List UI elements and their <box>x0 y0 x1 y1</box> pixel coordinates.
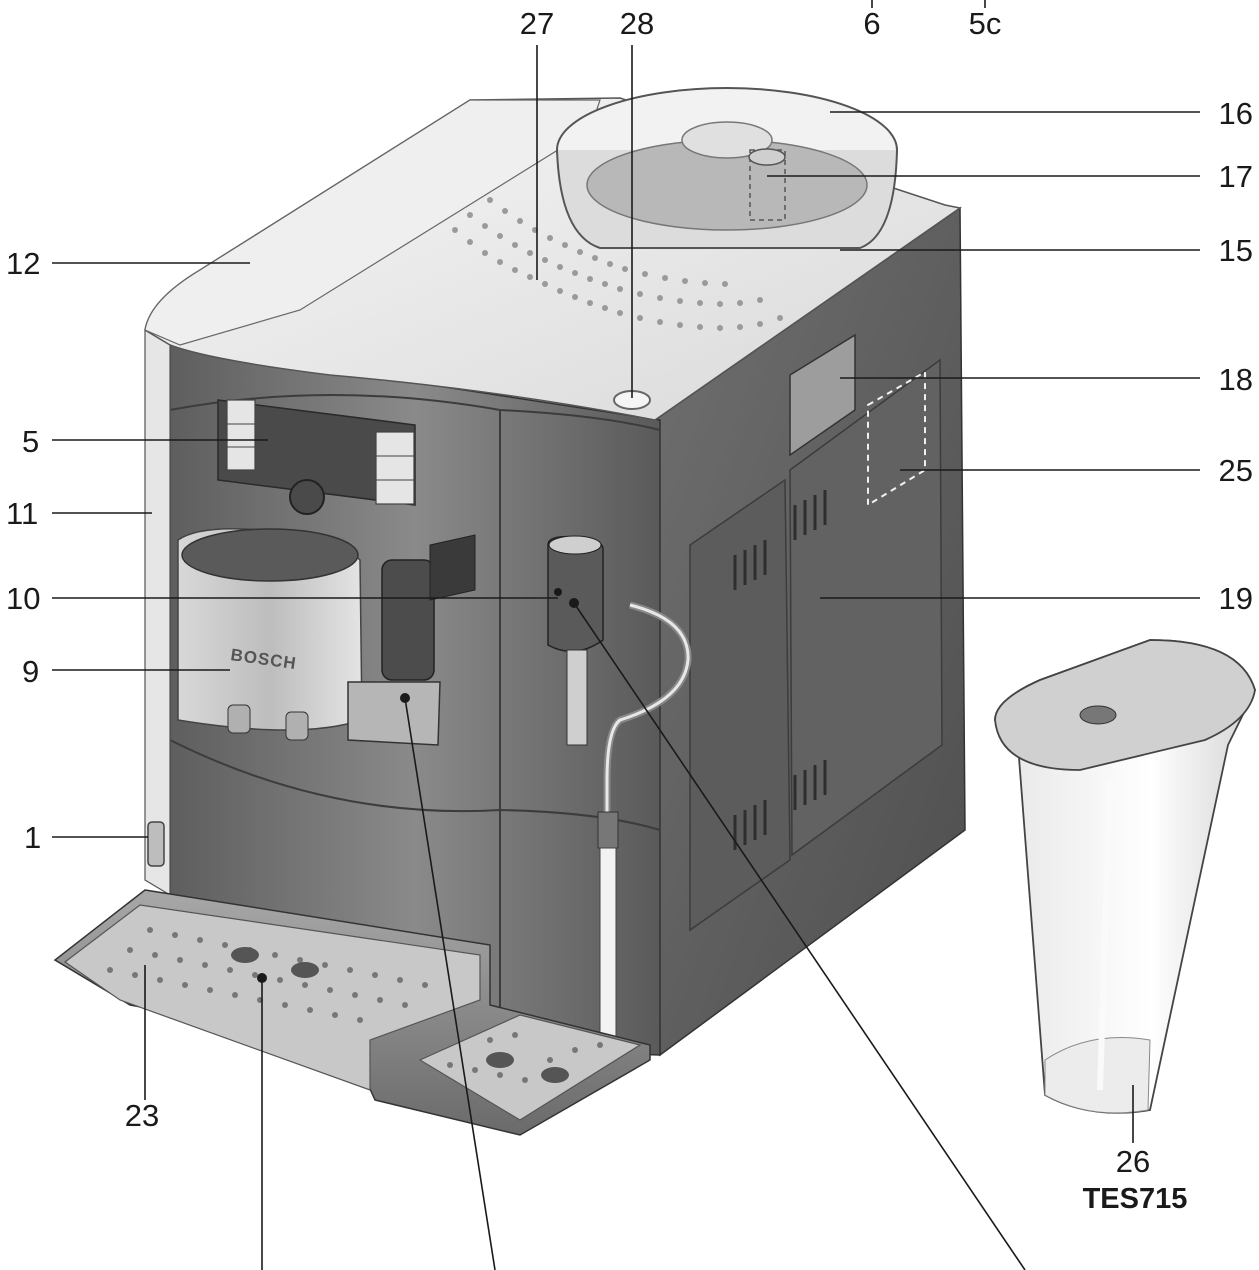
callout-25: 25 <box>1219 453 1253 488</box>
model-label: TES715 <box>1083 1183 1188 1215</box>
callout-26: 26 <box>1116 1144 1150 1179</box>
bean-container <box>556 87 898 249</box>
callout-6: 6 <box>863 6 880 41</box>
callout-5: 5 <box>22 424 39 459</box>
callout-12: 12 <box>6 246 40 281</box>
callout-11: 11 <box>6 496 38 531</box>
callout-27: 27 <box>520 6 554 41</box>
control-panel <box>217 399 416 515</box>
power-switch <box>147 821 165 867</box>
type-plate-dashed <box>867 370 926 507</box>
callout-17: 17 <box>1219 159 1253 194</box>
callout-16: 16 <box>1219 96 1253 131</box>
door-handle <box>789 333 856 457</box>
hot-water-spout <box>347 534 476 746</box>
callout-10: 10 <box>6 581 40 616</box>
callout-5c: 5c <box>969 6 1002 41</box>
callout-labels: 27 28 6 5c 16 17 15 12 18 5 25 11 10 19 … <box>6 6 1253 1215</box>
callout-15: 15 <box>1219 233 1253 268</box>
milk-frother <box>547 535 692 1054</box>
callout-19: 19 <box>1219 581 1253 616</box>
machine-illustration: BOSCH <box>53 87 966 1136</box>
callout-23: 23 <box>125 1098 159 1133</box>
callout-18: 18 <box>1219 362 1253 397</box>
callout-28: 28 <box>620 6 654 41</box>
callout-1: 1 <box>24 820 41 855</box>
leader-lines <box>52 0 1200 1270</box>
callout-9: 9 <box>22 654 39 689</box>
coffee-outlet: BOSCH <box>177 528 363 741</box>
drip-tray <box>53 889 651 1136</box>
water-tank <box>994 639 1256 1114</box>
